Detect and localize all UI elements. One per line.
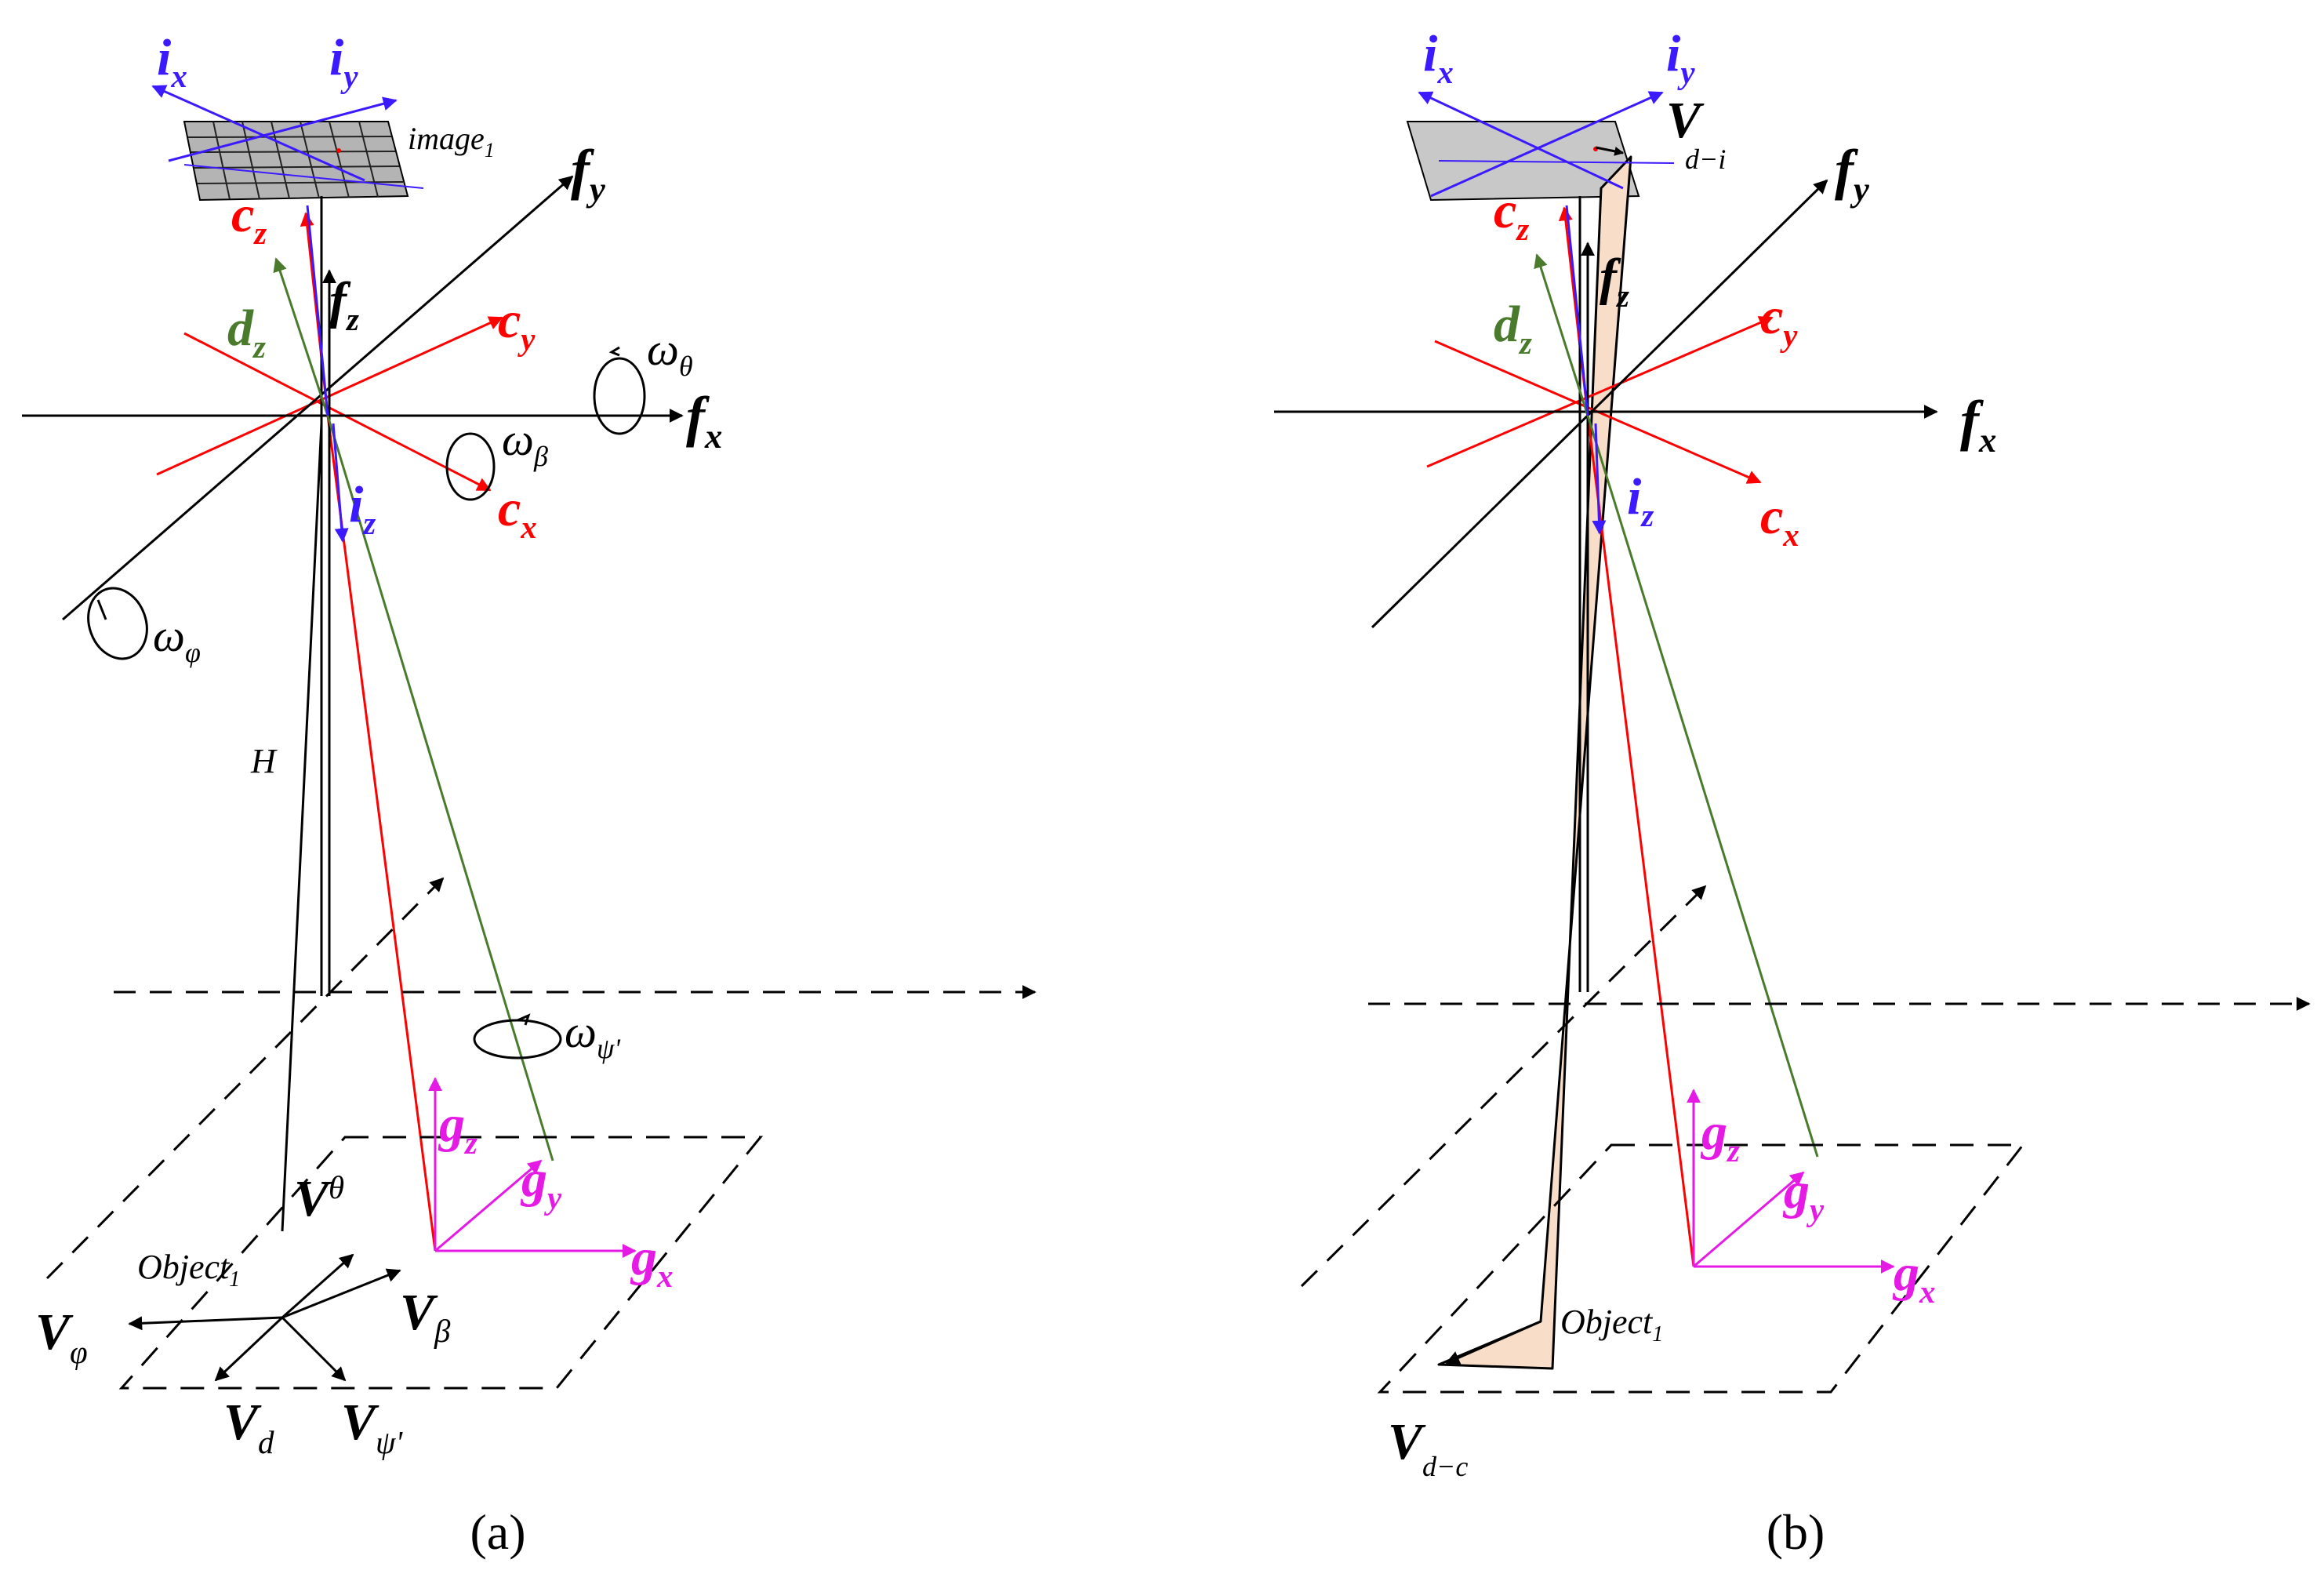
omega-beta-label: ωβ [502, 414, 548, 472]
fz-label-b: fz [1600, 249, 1629, 314]
v-psi-label: Vψ' [341, 1394, 403, 1460]
gz-label-b: gz [1700, 1103, 1740, 1169]
cy-label-b: cy [1760, 288, 1798, 353]
fy-axis-line-b [1371, 179, 1828, 629]
cx-axis-line [183, 332, 492, 492]
iz-axis-line [332, 423, 349, 543]
cx-label-b: cx [1760, 488, 1799, 553]
panel-b [1274, 91, 2311, 1394]
omega-psi-label: ωψ' [565, 1006, 621, 1064]
camera-ray-red-b [1586, 415, 1695, 1267]
cz-label-b: cz [1494, 182, 1529, 247]
iz-label: iz [349, 476, 376, 541]
vdi-vector [1595, 146, 1625, 156]
gx-label: gx [630, 1229, 673, 1294]
gy-label-b: gy [1782, 1162, 1825, 1227]
omega-theta-label: ωθ [647, 324, 693, 382]
object-vectors [128, 1253, 401, 1382]
camera-ray-red [326, 415, 437, 1252]
iz-label-b: iz [1627, 468, 1654, 533]
fz-label: fz [329, 272, 359, 337]
gz-label: gz [438, 1096, 478, 1161]
omega-phi-label: ωφ [153, 610, 201, 668]
caption-a: (a) [470, 1504, 525, 1560]
iz-up-line-b [1565, 205, 1589, 416]
gy-label: gy [520, 1150, 562, 1216]
iy-axis-line-b [1430, 91, 1664, 198]
panel-a [22, 85, 1037, 1390]
fx-label-b: fx [1960, 389, 1996, 460]
v-d-label: Vd [223, 1394, 274, 1460]
v-beta-label: Vβ [400, 1284, 451, 1349]
ground-plane-b [1377, 1143, 2026, 1394]
fy-label: fy [571, 138, 605, 209]
H-line [281, 423, 323, 1232]
fy-label-b: fy [1835, 138, 1869, 209]
ground-diagonal-dashed [45, 877, 445, 1280]
ground-diagonal-dashed-b [1300, 885, 1707, 1288]
projection-wedge [1437, 155, 1632, 1370]
v-theta-label: Vθ [294, 1170, 344, 1227]
rotation-symbols-a [87, 346, 646, 1060]
H-label: H [250, 742, 278, 780]
fy-axis-line [62, 175, 574, 621]
image-x-line-b [1438, 160, 1675, 164]
ix-label: ix [157, 29, 187, 94]
cy-axis-line-b [1426, 316, 1774, 468]
dz-axis-line [273, 257, 329, 416]
fx-label: fx [686, 385, 722, 456]
iz-axis-line-b [1592, 423, 1607, 535]
dz-axis-line-b [1534, 253, 1589, 416]
v-phi-label: Vφ [35, 1303, 88, 1370]
caption-b: (b) [1767, 1504, 1825, 1560]
object1-label-b: Object1 [1560, 1303, 1663, 1347]
cx-label: cx [498, 480, 537, 545]
image1-label: image1 [408, 121, 495, 162]
dz-label-b: dz [1494, 296, 1532, 361]
ix-axis-line [151, 85, 365, 182]
iy-label: iy [329, 29, 358, 94]
green-ray [326, 415, 554, 1161]
iz-up-line [306, 205, 329, 416]
iy-label-b: iy [1666, 25, 1695, 90]
vdc-label: Vd−c [1388, 1413, 1468, 1482]
labels-a: ix iy image1 cz dz fz fy cy ωθ fx ωβ cx … [35, 29, 722, 1560]
image-grid [183, 121, 409, 202]
ix-axis-line-b [1418, 91, 1624, 190]
cz-label: cz [231, 186, 267, 251]
gy-axis-line-b [1693, 1171, 1805, 1268]
cy-label: cy [498, 292, 536, 357]
gy-axis-line [434, 1159, 543, 1252]
image-x-line [183, 164, 424, 189]
gx-label-b: gx [1892, 1245, 1935, 1310]
ground-plane [118, 1136, 764, 1390]
green-ray-b [1586, 415, 1819, 1158]
dz-label: dz [227, 300, 266, 365]
object1-label: Object1 [137, 1248, 240, 1292]
ix-label-b: ix [1423, 25, 1454, 90]
vdc-vector [1445, 1320, 1541, 1365]
iy-axis-line [168, 96, 398, 162]
